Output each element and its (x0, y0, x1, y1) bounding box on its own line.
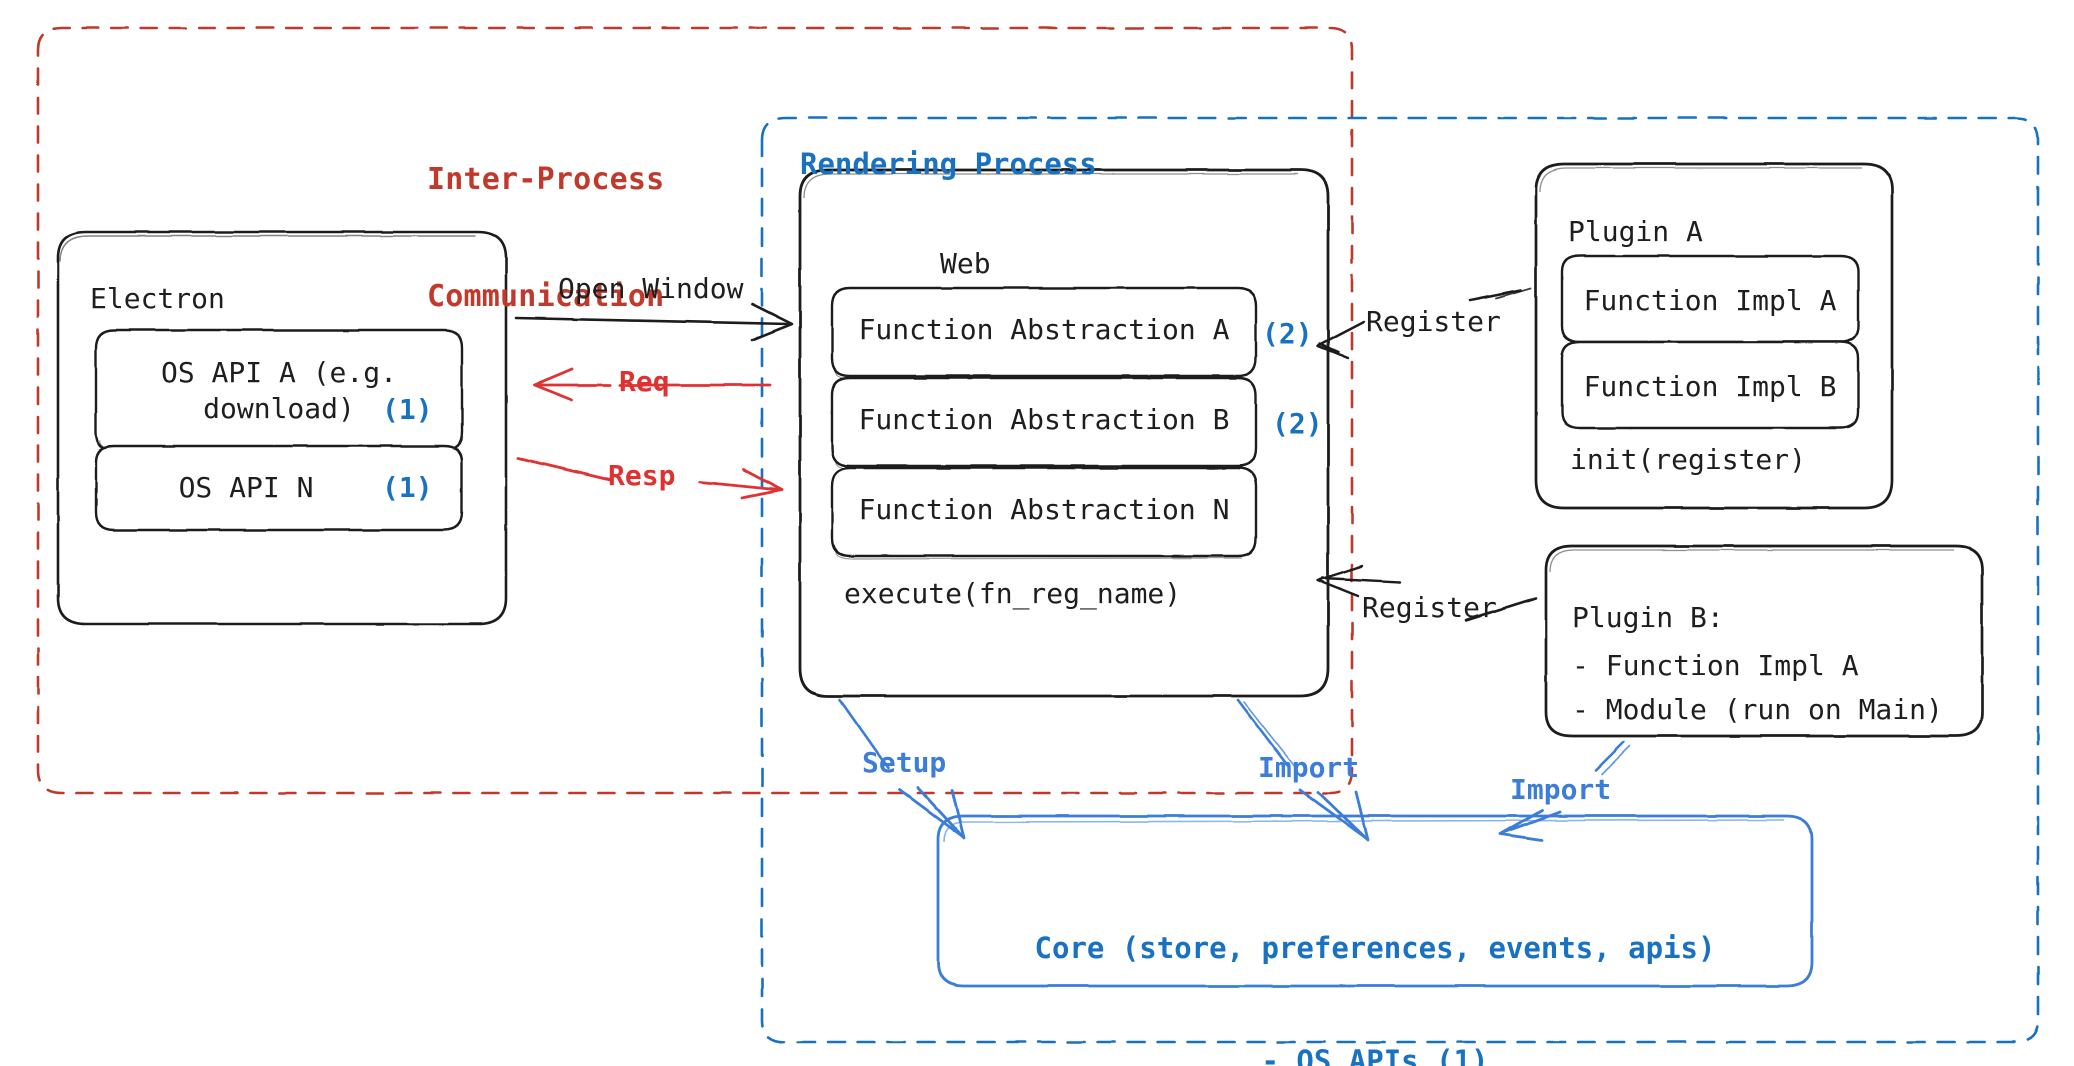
edge-label-import-plugin: Import (1510, 773, 1612, 806)
ipc-region-title: Inter-Process Communication (427, 82, 664, 394)
plugin-b-line-1: - Function Impl A (1572, 649, 1859, 682)
function-abstraction-b-marker: (2) (1272, 407, 1323, 440)
edge-setup (838, 698, 966, 840)
edge-import-web (1236, 698, 1370, 842)
rendering-process-title: Rendering Process (800, 147, 1097, 181)
ipc-region-border (36, 26, 1354, 795)
function-impl-a-label[interactable]: Function Impl A (1583, 284, 1837, 317)
rendering-process-region-border (760, 116, 2040, 1044)
ipc-region-title-line1: Inter-Process (427, 162, 665, 197)
ipc-region-title-line2: Communication (427, 279, 665, 314)
function-impl-b-box-border (1560, 340, 1860, 430)
edge-open-window (514, 302, 794, 342)
electron-title: Electron (90, 282, 225, 315)
plugin-b-line-2: - Module (run on Main) (1572, 693, 1943, 726)
edge-register-a (1316, 287, 1531, 360)
plugin-b-title: Plugin B: (1572, 601, 1724, 634)
edge-label-setup: Setup (862, 746, 947, 779)
plugin-b-box-border (1544, 544, 1984, 738)
function-abstraction-n-label[interactable]: Function Abstraction N (858, 493, 1230, 526)
function-abstraction-a-marker: (2) (1262, 317, 1313, 350)
os-api-n-marker: (1) (382, 471, 433, 504)
edge-import-plugin (1498, 740, 1631, 842)
function-abstraction-n-box-border (830, 466, 1258, 560)
edge-label-open-window: Open Window (558, 272, 744, 305)
web-execute-footer: execute(fn_reg_name) (844, 577, 1182, 610)
os-api-a-label[interactable]: OS API A (e.g. download) (160, 356, 397, 426)
core-line-1: Core (store, preferences, events, apis) (1034, 931, 1716, 966)
web-title: Web (940, 247, 991, 280)
function-abstraction-b-label[interactable]: Function Abstraction B (858, 403, 1230, 436)
function-impl-b-label[interactable]: Function Impl B (1583, 370, 1837, 403)
edge-label-req: Req (619, 365, 670, 398)
edge-resp (516, 456, 784, 500)
edge-register-b (1316, 564, 1538, 622)
function-abstraction-a-label[interactable]: Function Abstraction A (858, 313, 1230, 346)
plugin-a-init-footer: init(register) (1570, 443, 1807, 476)
plugin-a-title: Plugin A (1568, 215, 1703, 248)
edge-req (532, 367, 772, 402)
function-abstraction-a-box-border (830, 286, 1258, 380)
core-box[interactable]: Core (store, preferences, events, apis) … (938, 855, 1812, 1066)
core-box-border (936, 814, 1814, 988)
os-api-a-marker: (1) (382, 393, 433, 426)
edge-label-register-b: Register (1362, 591, 1497, 624)
edge-label-import-web: Import (1258, 751, 1360, 784)
edge-label-resp: Resp (608, 459, 676, 492)
os-api-n-label[interactable]: OS API N (178, 471, 314, 504)
os-api-n-box-border (94, 444, 464, 532)
core-line-2: - OS APIs (1) (1261, 1044, 1489, 1066)
function-abstraction-b-box-border (830, 376, 1258, 470)
function-impl-a-box-border (1560, 254, 1860, 344)
edge-label-register-a: Register (1366, 305, 1501, 338)
